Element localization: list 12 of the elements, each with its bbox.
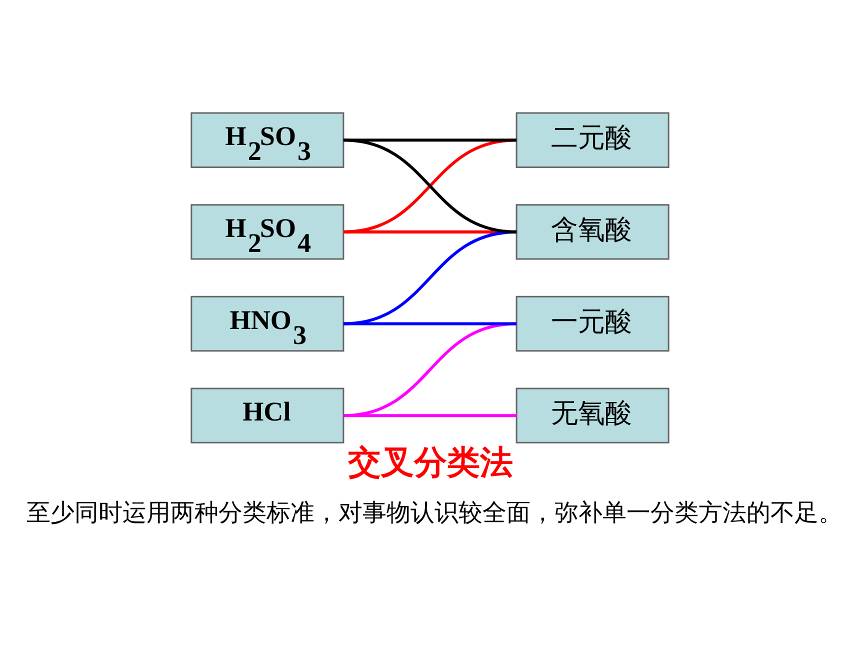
node-box: 一元酸 (516, 295, 670, 352)
node-box: 无氧酸 (516, 387, 670, 443)
diagram-title: 交叉分类法 (348, 442, 513, 482)
connector (343, 138, 517, 233)
caption: 至少同时运用两种分类标准，对事物认识较全面，弥补单一分类方法的不足。 (26, 498, 843, 526)
node-box: HCl (190, 387, 344, 443)
connector (343, 230, 517, 325)
connector (343, 322, 517, 417)
node-box: 二元酸 (516, 112, 670, 168)
connector (343, 322, 517, 325)
node-box: 含氧酸 (516, 204, 670, 260)
connector (343, 138, 517, 142)
